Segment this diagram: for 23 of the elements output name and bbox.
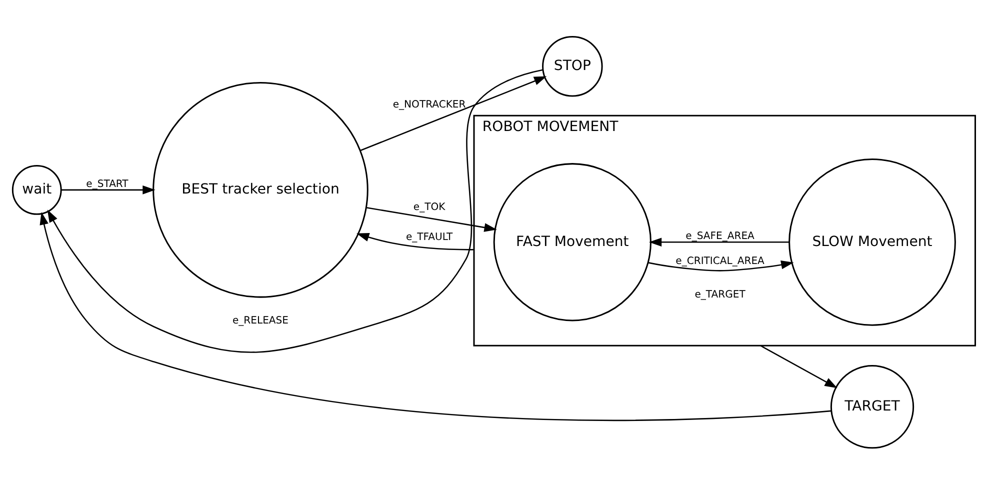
edge-label: e_CRITICAL_AREA [676, 256, 764, 268]
edge-label: e_START [86, 178, 128, 190]
arrow [760, 345, 838, 388]
edge-label: e_TOK [413, 202, 446, 214]
node-circle: STOP [542, 36, 603, 97]
node-circle: FAST Movement [493, 163, 652, 322]
arrow [356, 232, 474, 250]
node-circle: TARGET [830, 365, 914, 449]
arrow [47, 69, 543, 353]
edge-label: e_RELEASE [232, 315, 288, 326]
node-circle: SLOW Movement [788, 158, 956, 326]
edge-label: e_SAFE_AREA [686, 231, 754, 242]
arrow [648, 238, 790, 247]
edge-label: e_TFAULT [406, 232, 453, 244]
arrow [366, 206, 497, 232]
node-circle: BEST tracker selection [152, 82, 368, 298]
edge-label: e_TARGET [694, 289, 746, 300]
arrow [360, 76, 547, 152]
node-circle: wait [12, 164, 62, 215]
edge-label: e_NOTRACKER [392, 100, 466, 111]
arrow [40, 212, 832, 422]
arrow [648, 260, 794, 272]
arrow [61, 185, 156, 194]
